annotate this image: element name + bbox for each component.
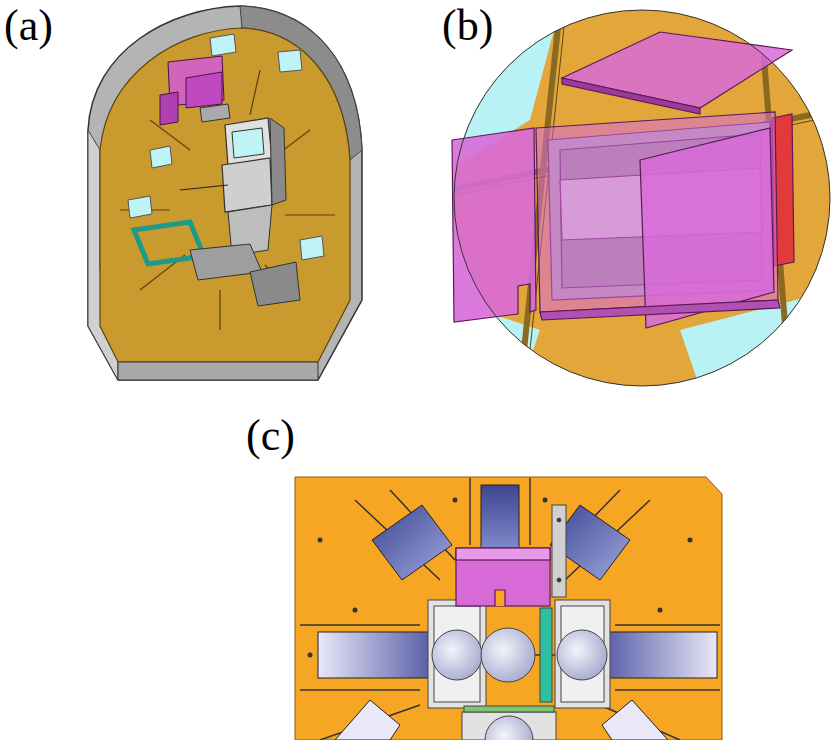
drawn-shape (605, 632, 717, 678)
drawn-shape (318, 632, 430, 678)
drawn-shape (557, 518, 561, 522)
drawn-shape (615, 624, 720, 626)
drawn-shape (495, 590, 505, 606)
plate-slots (450, 8, 834, 388)
plate-front-edge (118, 362, 318, 380)
drawn-shape (552, 505, 566, 597)
drawn-shape (464, 706, 554, 712)
front-view (295, 477, 722, 740)
panel-label: (c) (246, 414, 295, 458)
drawn-shape (485, 716, 533, 740)
radial-slots (120, 70, 335, 330)
panel-label: (a) (4, 4, 53, 48)
drawn-shape (452, 128, 536, 322)
drawn-shape (335, 700, 400, 740)
drawn-shape (555, 600, 610, 708)
drawn-shape (200, 104, 230, 122)
drawn-shape (540, 300, 780, 320)
drawn-shape (278, 50, 302, 72)
drawn-shape (456, 548, 550, 560)
drawn-shape (308, 653, 313, 658)
drawn-shape (640, 128, 774, 328)
drawn-shape (128, 196, 152, 218)
drawn-shape (602, 700, 668, 740)
detector-boxes (428, 505, 610, 740)
drawn-shape (300, 689, 420, 691)
drawn-shape (688, 538, 693, 543)
drawn-shape (372, 505, 452, 580)
drawn-shape (353, 608, 358, 613)
drawn-shape (469, 478, 471, 545)
drawn-shape (557, 630, 607, 680)
drawn-shape (450, 8, 834, 388)
drawn-shape (428, 600, 486, 708)
magenta-box (456, 548, 550, 606)
teal-frame (134, 222, 300, 306)
drawn-shape (219, 290, 220, 330)
drawn-shape (270, 118, 286, 205)
detector-module (160, 56, 230, 125)
panel-label: (b) (442, 4, 493, 48)
drawn-shape (250, 262, 300, 306)
drawn-shape (318, 538, 323, 543)
drawn-shape (529, 478, 531, 545)
drawn-shape (543, 498, 548, 503)
zoom-circle (454, 10, 830, 386)
drawn-shape (186, 72, 222, 108)
drawn-shape (150, 146, 172, 168)
exploded-box (452, 32, 794, 328)
drawn-shape (250, 70, 260, 115)
drawn-shape (210, 34, 236, 56)
blue-windows (318, 485, 717, 740)
housing-illustration (88, 6, 362, 380)
drawn-shape (481, 628, 535, 682)
drawn-shape (450, 8, 834, 388)
drawn-shape (658, 608, 663, 613)
drawn-shape (481, 485, 519, 555)
drawn-shape (562, 78, 700, 114)
zoom-detail (450, 8, 834, 388)
drawn-shape (180, 185, 228, 190)
drawn-shape (562, 32, 792, 108)
drawn-shape (285, 214, 335, 215)
plate-ground (450, 8, 834, 388)
drawn-shape (453, 498, 458, 503)
drawn-shape (222, 158, 272, 212)
drawn-shape (160, 92, 178, 125)
mounting-plate (295, 477, 722, 740)
radial-lines (300, 478, 720, 740)
drawn-shape (232, 128, 264, 158)
housing-shell (88, 6, 362, 380)
drawn-shape (300, 236, 324, 260)
drawn-shape (456, 548, 550, 606)
drawn-shape (540, 608, 552, 702)
drawn-shape (615, 689, 720, 691)
mounting-plate (100, 28, 350, 362)
drawn-shape (300, 624, 420, 626)
drawn-shape (557, 578, 561, 582)
drawn-shape (432, 630, 482, 680)
